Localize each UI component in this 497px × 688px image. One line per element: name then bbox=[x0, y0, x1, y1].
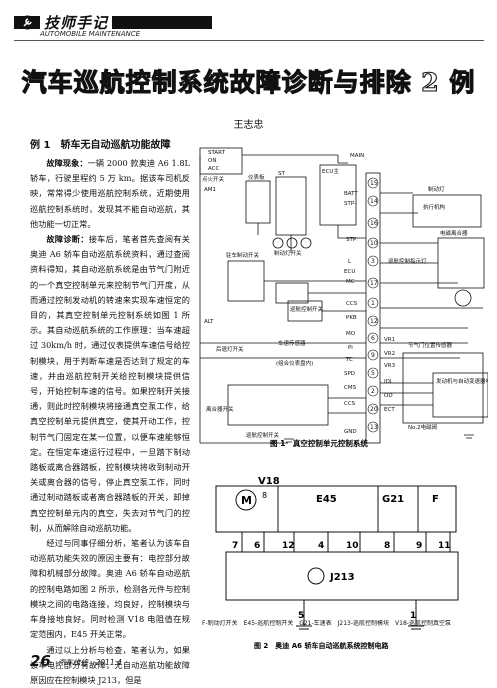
pin-label: 4 bbox=[318, 541, 324, 551]
paragraph-symptom: 故障现象：一辆 2000 款奥迪 A6 1.8L 轿车，行驶里程约 5 万 km… bbox=[30, 156, 190, 232]
header-divider bbox=[14, 40, 484, 41]
pin-label: 10 bbox=[370, 240, 378, 247]
figure-1-diagram: 15 14 16 10 3 17 1 12 6 9 5 2 20 13 STAR… bbox=[198, 143, 488, 450]
label-pos: 节气门位置传感器 bbox=[408, 341, 453, 349]
figure-2-diagram: M V18 E45 G21 F 8 7 6 12 4 10 8 9 11 5 1… bbox=[198, 470, 488, 650]
label-speed: 车速传感器 bbox=[278, 339, 306, 347]
label-start: START bbox=[208, 150, 226, 156]
pin-label: 5 bbox=[371, 370, 375, 377]
label-park: 驻车制动开关 bbox=[226, 251, 260, 259]
pin-label: 7 bbox=[232, 541, 238, 551]
label-v18: V18 bbox=[258, 476, 280, 487]
wrench-icon bbox=[20, 15, 35, 30]
pin-label: 9 bbox=[371, 352, 375, 359]
label-f: F bbox=[432, 494, 439, 505]
label-aux: 巡航控制开关 bbox=[290, 305, 324, 313]
pin-label: 12 bbox=[282, 541, 295, 551]
label-od: OD bbox=[384, 393, 393, 399]
figure-2-caption: 图 2 奥迪 A6 轿车自动巡航系统控制电路 bbox=[254, 641, 389, 650]
label-e45: E45 bbox=[316, 494, 337, 505]
label-no2: No.2电磁阀 bbox=[408, 423, 437, 431]
label-idl: IDL bbox=[384, 379, 394, 385]
pin-label: 8 bbox=[384, 541, 390, 551]
label-ect: ECT bbox=[384, 407, 395, 413]
pin-label: 1 bbox=[371, 300, 375, 307]
motor-label: M bbox=[241, 494, 252, 507]
pin-label: 3 bbox=[371, 258, 375, 265]
label-brake-lamp: 制动灯开关 bbox=[274, 249, 302, 257]
label-ccs2: CCS bbox=[344, 401, 356, 407]
pin-label: 15 bbox=[370, 180, 378, 187]
module-icon bbox=[308, 568, 324, 584]
pin-label: 9 bbox=[416, 541, 422, 551]
label-am1: AM1 bbox=[204, 187, 216, 193]
label-pin-8: 8 bbox=[262, 491, 267, 500]
label-cms: CMS bbox=[344, 385, 357, 391]
pin-label: 6 bbox=[254, 541, 260, 551]
pin-label: 14 bbox=[370, 198, 378, 205]
page-number: 26 bbox=[30, 652, 51, 670]
pin-label: 20 bbox=[370, 406, 378, 413]
label-engine-ecu: 发动机与自动变速器电控单元(ECU) bbox=[436, 377, 488, 385]
label-j213: J213 bbox=[329, 572, 355, 583]
label-tc: TC bbox=[345, 357, 353, 363]
article-author: 王志忠 bbox=[0, 116, 497, 131]
symptom-label: 故障现象： bbox=[46, 158, 87, 168]
label-pi: Pi bbox=[348, 345, 353, 351]
diagnosis-label: 故障诊断： bbox=[46, 234, 88, 244]
symptom-text: 一辆 2000 款奥迪 A6 1.8L 轿车，行驶里程约 5 万 km。据该车司… bbox=[30, 158, 190, 229]
label-alt: ALT bbox=[204, 319, 214, 325]
pin-label: 16 bbox=[370, 220, 378, 227]
label-st: ST bbox=[278, 171, 285, 177]
pin-label: 11 bbox=[438, 541, 451, 551]
label-acc: ACC bbox=[208, 166, 220, 172]
pin-label: 17 bbox=[370, 280, 378, 287]
label-ccs: CCS bbox=[346, 301, 358, 307]
label-clutch: 离合器开关 bbox=[206, 405, 234, 413]
label-speed2: (组合仪表盘内) bbox=[276, 359, 313, 367]
case-heading: 例 1 轿车无自动巡航功能故障 bbox=[30, 138, 190, 154]
label-on: ON bbox=[208, 158, 216, 164]
article-title: 汽车巡航控制系统故障诊断与排除 2 例 bbox=[0, 63, 497, 99]
label-mc: MC bbox=[346, 279, 355, 285]
label-exec: 执行机构 bbox=[423, 203, 446, 211]
label-l: L bbox=[348, 259, 352, 265]
pin-label: 10 bbox=[346, 541, 359, 551]
figure-2-legend: F-制动灯开关 E45-巡航控制开关 G21-车速表 J213-巡航控制模块 V… bbox=[202, 620, 486, 628]
magazine-issue: 汽车维修 2011.4 bbox=[58, 657, 122, 668]
label-vr1: VR1 bbox=[384, 337, 395, 343]
paragraph-diagnosis: 故障诊断：接车后，笔者首先查阅有关奥迪 A6 轿车自动巡航系统资料，通过查阅资料… bbox=[30, 232, 190, 536]
label-ecu: ECU bbox=[344, 269, 355, 275]
label-spd: SPD bbox=[344, 371, 355, 377]
column-subtitle: AUTOMOBILE MAINTENANCE bbox=[40, 30, 140, 38]
label-stp-minus: STP- bbox=[344, 201, 356, 207]
figure-1-caption: 图 1 真空控制单元控制系统 bbox=[270, 438, 368, 448]
pin-label: 2 bbox=[371, 388, 375, 395]
pin-label: 6 bbox=[371, 335, 375, 342]
label-vr2: VR2 bbox=[384, 351, 395, 357]
label-cruise-lamp: 巡航控制指示灯 bbox=[388, 257, 427, 265]
label-key: 点火开关 bbox=[202, 175, 225, 183]
label-motor-relay: 电磁离合器 bbox=[440, 229, 468, 237]
article-body: 例 1 轿车无自动巡航功能故障 故障现象：一辆 2000 款奥迪 A6 1.8L… bbox=[30, 138, 190, 688]
pin-label: 12 bbox=[370, 318, 378, 325]
label-reverse: 后退灯开关 bbox=[216, 345, 244, 353]
label-brake: 制动灯 bbox=[428, 185, 445, 193]
label-stp: STP bbox=[346, 237, 357, 243]
pin-label: 13 bbox=[370, 424, 378, 431]
label-g21: G21 bbox=[382, 494, 404, 505]
label-mo: MO bbox=[346, 331, 356, 337]
label-main: MAIN bbox=[350, 153, 364, 159]
label-batt: BATT bbox=[344, 191, 358, 197]
diagnosis-text: 接车后，笔者首先查阅有关奥迪 A6 轿车自动巡航系统资料，通过查阅资料得知，其自… bbox=[30, 234, 190, 533]
label-cruise-cut: 巡航控制开关 bbox=[246, 431, 280, 439]
paragraph-analysis: 经过与同事仔细分析，笔者认为该车自动巡航功能失效的原因主要有：电控部分故障和机械… bbox=[30, 536, 190, 642]
label-vr3: VR3 bbox=[384, 363, 396, 369]
label-pkb: PKB bbox=[346, 315, 357, 321]
label-gauge: 仪表板 bbox=[248, 173, 265, 181]
label-gnd: GND bbox=[344, 429, 357, 435]
label-ecu-main: ECU主 bbox=[322, 167, 339, 175]
